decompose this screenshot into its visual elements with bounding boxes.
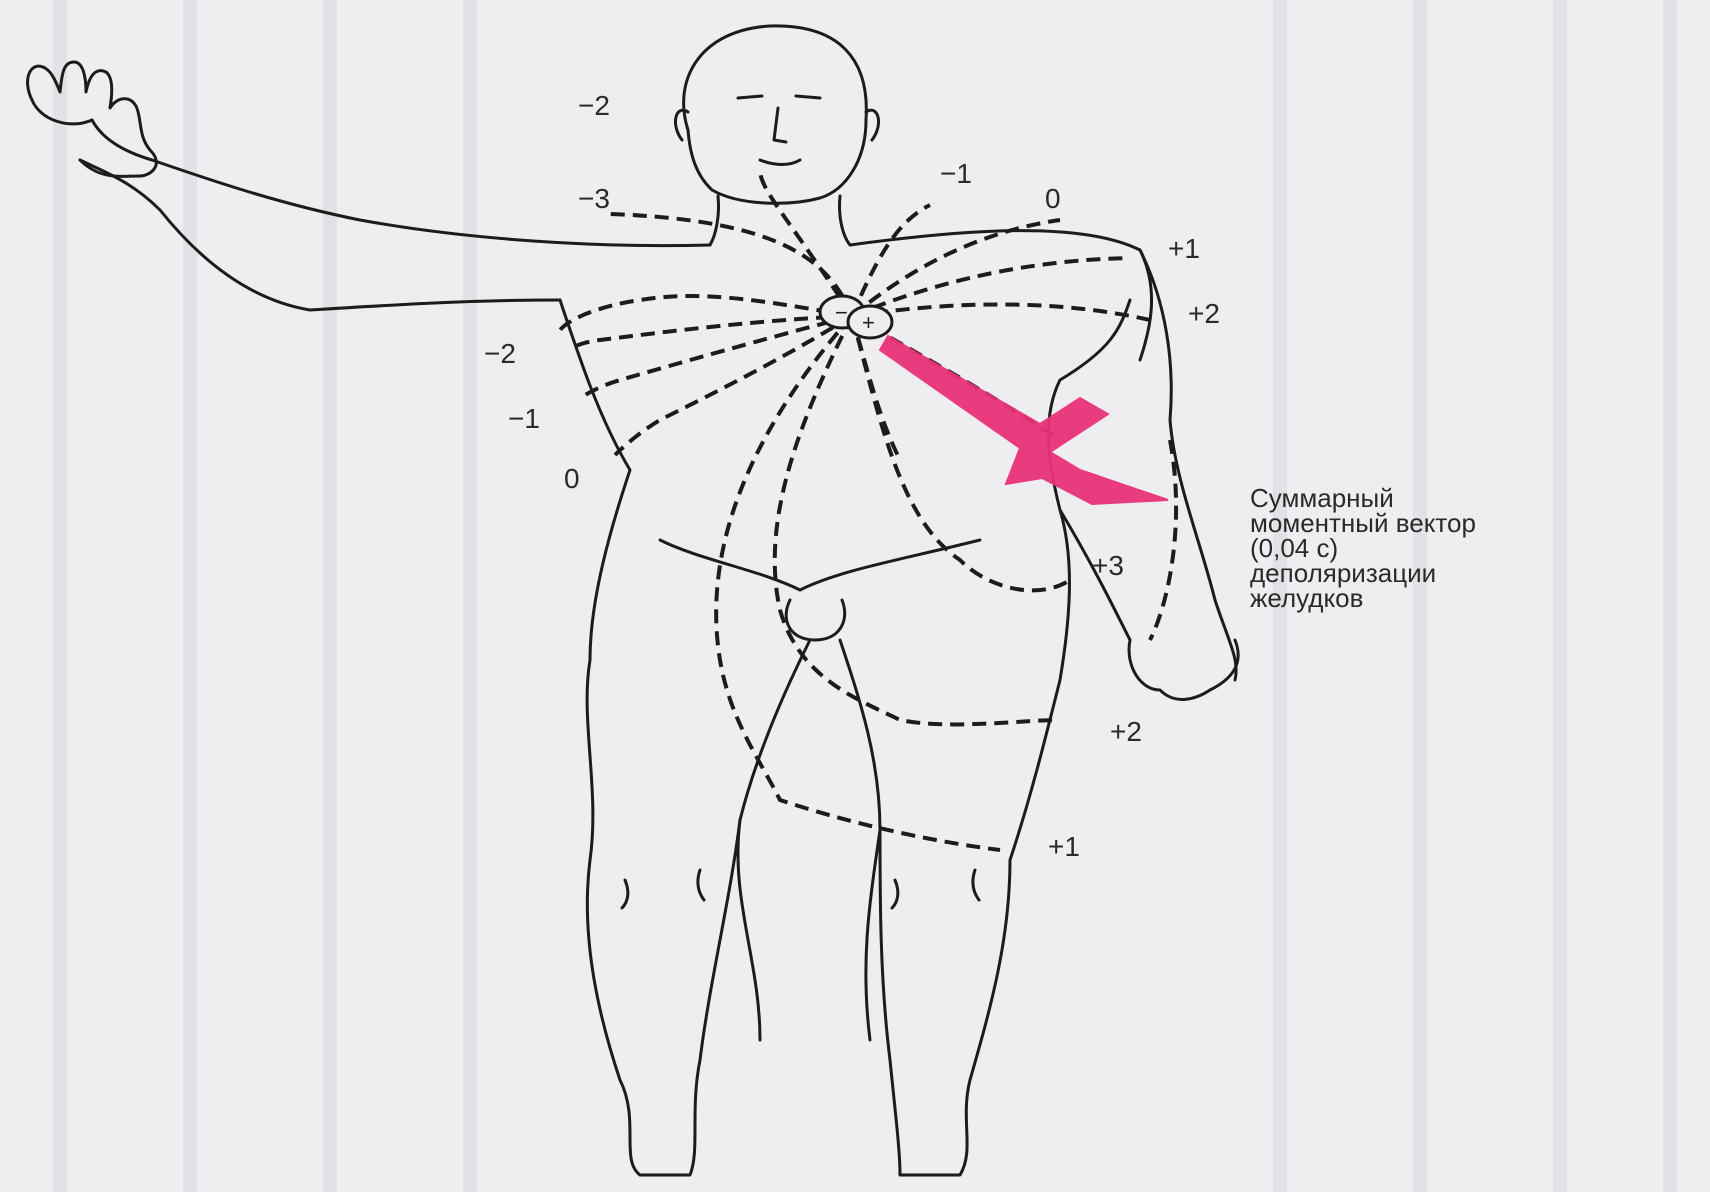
head-outline <box>684 26 867 203</box>
label-shoulder-minus3: −3 <box>578 185 610 213</box>
label-trunk-zero: 0 <box>564 465 580 493</box>
hanging-hand-outline <box>1129 640 1238 699</box>
label-trunk-minus1: −1 <box>508 405 540 433</box>
vector-caption: Суммарный моментный вектор (0,04 с) депо… <box>1250 486 1476 611</box>
label-hip-plus3: +3 <box>1092 552 1124 580</box>
raised-arm-outline <box>92 120 710 246</box>
label-arm-plus1: +1 <box>1168 235 1200 263</box>
label-shoulder-zero: 0 <box>1045 185 1061 213</box>
isopotential-lines <box>560 170 1176 850</box>
label-head-minus2: −2 <box>578 92 610 120</box>
label-knee-plus1: +1 <box>1048 833 1080 861</box>
raised-hand-outline <box>28 62 157 176</box>
label-trunk-minus2: −2 <box>484 340 516 368</box>
heart-dipole: − + <box>820 296 892 338</box>
label-thigh-plus2: +2 <box>1110 718 1142 746</box>
positive-pole: + <box>862 310 875 335</box>
summary-vector-arrow <box>880 336 1168 504</box>
label-arm-plus2: +2 <box>1188 300 1220 328</box>
label-neck-minus1: −1 <box>940 160 972 188</box>
left-leg-outline <box>840 640 1010 1175</box>
caption-line: желудков <box>1250 586 1476 611</box>
negative-pole: − <box>835 300 848 325</box>
